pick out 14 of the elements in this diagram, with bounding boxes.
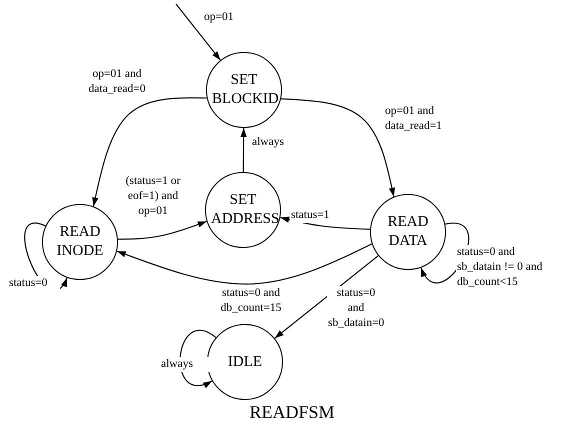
edge-label: status=0 — [8, 276, 60, 291]
transition-arrow — [240, 128, 247, 172]
transition-arrow — [116, 243, 372, 285]
transition-arrow — [274, 255, 379, 339]
transition-arrow — [118, 220, 207, 240]
state-name: READ INODE — [56, 223, 104, 261]
transition-arrow — [176, 4, 221, 61]
transition-arrow — [92, 97, 207, 207]
diagram-caption: READFSM — [248, 402, 336, 423]
transition-arrow — [280, 98, 396, 197]
state-name: IDLE — [226, 352, 264, 372]
edge-label: always — [160, 357, 212, 372]
state-name: SET BLOCKID — [212, 71, 276, 109]
state-name: READ DATA — [386, 213, 430, 251]
